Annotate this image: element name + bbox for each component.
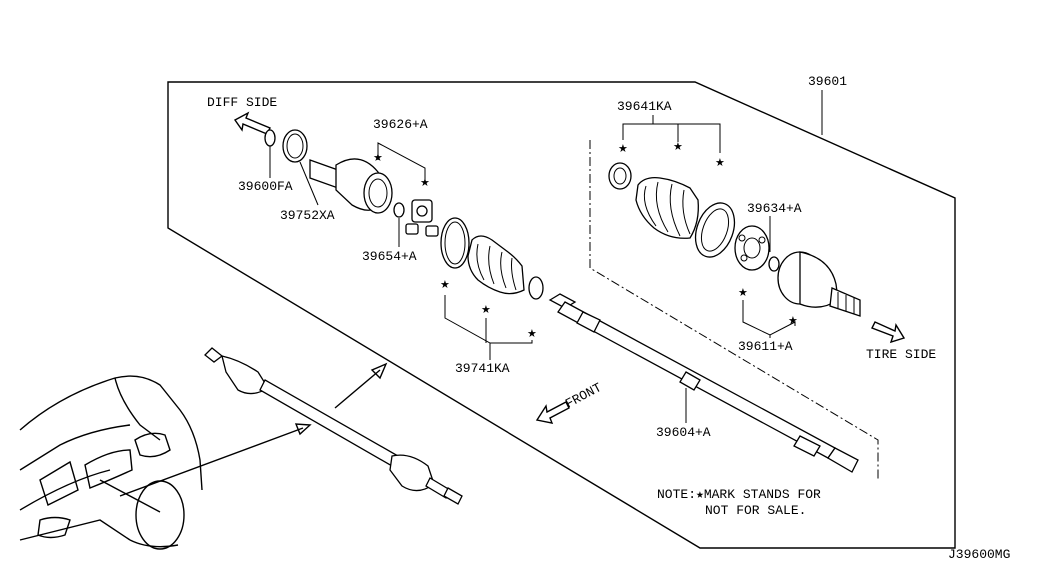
label-39626: 39626+A (373, 117, 428, 132)
star-mark: ★ (715, 156, 725, 169)
star-mark: ★ (738, 286, 748, 299)
boot-band-small (528, 276, 544, 300)
star-mark: ★ (673, 140, 683, 153)
star-mark: ★ (527, 327, 537, 340)
label-tire-side: TIRE SIDE (866, 347, 936, 362)
star-mark: ★ (618, 142, 628, 155)
diagram-code: J39600MG (948, 547, 1010, 562)
circlip-39634 (768, 256, 780, 272)
vehicle-illustration (19, 375, 203, 550)
arrow-tire-side-icon (871, 321, 906, 344)
drive-shaft (548, 293, 859, 473)
star-mark: ★ (373, 151, 383, 164)
snap-ring-39654 (393, 202, 405, 218)
bracket-39641 (622, 123, 721, 153)
tripod-joint (405, 199, 439, 237)
note-line-1: NOTE:★MARK STANDS FOR (657, 487, 821, 502)
label-39641ka: 39641KA (617, 99, 672, 114)
arrow-diff-side-icon (233, 111, 271, 135)
label-39611: 39611+A (738, 339, 793, 354)
assembly-frame (167, 81, 956, 549)
outer-cv-joint (777, 251, 861, 317)
label-39634: 39634+A (747, 201, 802, 216)
label-diff-side: DIFF SIDE (207, 95, 277, 110)
boot-band-outer-small-inner (613, 167, 627, 185)
large-ring-inner (444, 221, 466, 265)
inner-boot (467, 235, 525, 295)
ring-39600fa (264, 129, 276, 147)
leader-39752xa (299, 161, 319, 206)
inner-joint-housing (309, 158, 393, 214)
star-mark: ★ (440, 278, 450, 291)
label-39601: 39601 (808, 74, 847, 89)
label-39741ka: 39741KA (455, 361, 510, 376)
boot-band-outer-large-inner (700, 208, 730, 252)
label-front: FRONT (563, 380, 605, 412)
bearing-cage (734, 225, 770, 271)
subassembly-frame (589, 140, 879, 480)
boot-band-outer-large (694, 202, 736, 258)
star-mark: ★ (788, 314, 798, 327)
star-mark: ★ (481, 303, 491, 316)
shaft-overview (204, 347, 463, 505)
label-39752xa: 39752XA (280, 208, 335, 223)
boot-band-outer-small (608, 162, 632, 190)
pointer-arrows (119, 362, 388, 497)
large-ring (440, 217, 470, 269)
arrow-front-icon (535, 401, 570, 424)
label-39654: 39654+A (362, 249, 417, 264)
bracket-39626 (377, 142, 426, 183)
label-39600fa: 39600FA (238, 179, 293, 194)
star-mark: ★ (420, 176, 430, 189)
ring-39752xa-inner (286, 133, 304, 159)
note-line-2: NOT FOR SALE. (705, 503, 806, 518)
outer-boot (635, 177, 699, 239)
label-39604: 39604+A (656, 425, 711, 440)
